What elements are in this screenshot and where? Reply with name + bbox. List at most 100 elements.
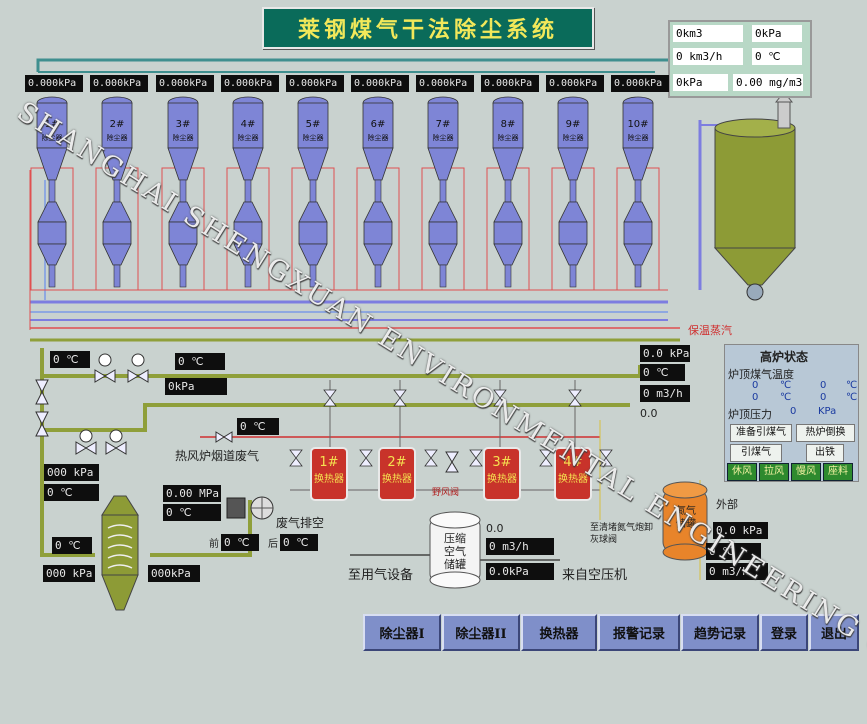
nitrogen-note: 至清堵氮气炮卸灰球阀	[590, 523, 654, 545]
outlet-pressure-readout: 000kPa	[148, 565, 200, 582]
heat-exchanger-name: 换热器	[314, 474, 344, 485]
external-label: 外部	[716, 498, 738, 511]
dust-collector-pressure-readout: 0.000kPa	[611, 75, 669, 92]
dust-collector-body-label: 除尘器	[42, 133, 63, 142]
dust-collector-pressure-readout: 0.000kPa	[90, 75, 148, 92]
nav-trend-records[interactable]: 趋势记录	[681, 614, 759, 651]
dust-collector-3[interactable]: 3#除尘器	[161, 96, 205, 291]
mid-flow-readout: 0 m3/h	[640, 385, 690, 402]
dust-collector-tag: 2#	[110, 119, 125, 130]
dust-collector-tag: 3#	[176, 119, 191, 130]
dust-collector-body-label: 除尘器	[303, 133, 324, 142]
dust-collector-2[interactable]: 2# 除尘器	[95, 96, 139, 291]
heat-exchanger-name: 换热器	[558, 474, 588, 485]
nav-exit[interactable]: 退出	[809, 614, 859, 651]
nav-heat-exchanger[interactable]: 换热器	[521, 614, 597, 651]
status-slow-wind[interactable]: 慢风	[791, 463, 821, 481]
fan-rear-temp-readout: 0 ℃	[280, 534, 318, 551]
dust-collector-tag: 8#	[501, 119, 516, 130]
dust-collector-pressure-readout: 0.000kPa	[481, 75, 539, 92]
heat-exchanger-4[interactable]: 4#换热器	[554, 447, 592, 501]
furnace-temp-value: ℃	[846, 380, 858, 391]
dust-collector-pressure-readout: 0.000kPa	[416, 75, 474, 92]
status-damping-down[interactable]: 休风	[727, 463, 757, 481]
dust-collector-5[interactable]: 5# 除尘器	[291, 96, 335, 291]
dust-collector-body-label: 除尘器	[628, 133, 649, 142]
wild-air-valve-label: 野风阀	[432, 488, 460, 498]
tapping-button[interactable]: 出铁	[806, 444, 844, 462]
dust-collector-10[interactable]: 10# 除尘器	[616, 96, 660, 291]
nitrogen-flow-readout: 0 m3/h	[706, 563, 768, 580]
prepare-gas-button[interactable]: 准备引煤气	[730, 424, 792, 442]
furnace-top-temp-label: 炉顶煤气温度	[728, 368, 794, 381]
nav-alarm-records[interactable]: 报警记录	[598, 614, 680, 651]
dust-collector-6[interactable]: 6#除尘器	[356, 96, 400, 291]
dust-collector-7[interactable]: 7#除尘器	[421, 96, 465, 291]
mid-value-label: 0.0	[640, 407, 658, 420]
pressure-readout-1: 0kPa	[165, 378, 227, 395]
pressure-b-readout: 0kPa	[673, 74, 728, 91]
dust-collector-body-label: 除尘器	[498, 133, 519, 142]
dust-collector-tag: 1#	[45, 119, 60, 130]
inlet-pressure-readout: 000 kPa	[43, 565, 95, 582]
dust-collector-tag: 6#	[371, 119, 386, 130]
furnace-temp-value: ℃	[846, 392, 858, 403]
dust-collector-tag: 5#	[306, 119, 321, 130]
furnace-temp-value: 0	[820, 380, 827, 391]
dust-collector-tag: 10#	[627, 119, 648, 130]
dust-collector-tag: 7#	[436, 119, 451, 130]
furnace-pressure-label: 炉顶压力	[728, 408, 772, 421]
nitrogen-tank-label: 氮气储罐	[676, 506, 696, 530]
temp-readout-5: 0 ℃	[52, 537, 92, 554]
status-seat-charge[interactable]: 座料	[823, 463, 853, 481]
heat-exchanger-3[interactable]: 3#换热器	[483, 447, 521, 501]
dust-readout: 0.00 mg/m3	[733, 74, 803, 91]
dust-collector-pressure-readout: 0.000kPa	[25, 75, 83, 92]
stove-switch-button[interactable]: 热炉倒换	[796, 424, 855, 442]
nav-dust-collector-1[interactable]: 除尘器I	[363, 614, 441, 651]
dust-collector-body-label: 除尘器	[107, 133, 128, 142]
nav-login[interactable]: 登录	[760, 614, 808, 651]
temp-readout-4: 0 ℃	[44, 484, 99, 501]
flow-rate-readout: 0 km3/h	[673, 48, 743, 65]
from-compressor-label: 来自空压机	[562, 568, 628, 583]
introduce-gas-button[interactable]: 引煤气	[730, 444, 782, 462]
page-title: 莱钢煤气干法除尘系统	[262, 7, 594, 49]
status-pull-wind[interactable]: 拉风	[759, 463, 789, 481]
dust-collector-8[interactable]: 8# 除尘器	[486, 96, 530, 291]
pressure-a-readout: 0kPa	[752, 25, 802, 42]
flow-total-readout: 0km3	[673, 25, 743, 42]
furnace-temp-value: 0	[820, 392, 827, 403]
dust-collectors: 1#除尘器2#除尘器3#除尘器4#除尘器5#除尘器6#除尘器7#除尘器8#除尘器…	[30, 96, 660, 291]
fan-front-temp-readout: 0 ℃	[221, 534, 259, 551]
heat-exchanger-2[interactable]: 2#换热器	[378, 447, 416, 501]
heat-exchanger-name: 换热器	[487, 474, 517, 485]
nav-dust-collector-2[interactable]: 除尘器II	[442, 614, 520, 651]
mid-pressure-readout: 0.0 kPa	[640, 345, 690, 362]
furnace-temp-value: 0	[752, 392, 759, 403]
furnace-status-title: 高炉状态	[760, 350, 809, 364]
dust-collector-pressure-readout: 0.000kPa	[351, 75, 409, 92]
heat-exchanger-1[interactable]: 1#换热器	[310, 447, 348, 501]
dust-collector-9[interactable]: 9#除尘器	[551, 96, 595, 291]
furnace-temp-value: ℃	[780, 392, 792, 403]
furnace-temp-value: 0	[752, 380, 759, 391]
dust-collector-body-label: 除尘器	[238, 133, 259, 142]
pressure-readout-2: 000 kPa	[44, 464, 99, 481]
fan-temp-readout: 0 ℃	[163, 504, 221, 521]
fan-pressure-readout: 0.00 MPa	[163, 485, 221, 502]
furnace-pressure-unit: KPa	[818, 406, 837, 417]
dust-collector-pressure-readout: 0.000kPa	[156, 75, 214, 92]
nitrogen-temp-readout: 0 ℃	[706, 543, 761, 560]
temperature-readout: 0 ℃	[752, 48, 802, 65]
fan-front-label: 前	[209, 539, 219, 550]
furnace-temp-value: ℃	[780, 380, 792, 391]
dust-collector-body-label: 除尘器	[563, 133, 584, 142]
temp-readout-1: 0 ℃	[50, 351, 90, 368]
temp-readout-2: 0 ℃	[175, 353, 225, 370]
piping-diagram	[29, 20, 797, 611]
heat-exchanger-name: 换热器	[382, 474, 412, 485]
dust-collector-4[interactable]: 4#除尘器	[226, 96, 270, 291]
air-flow-readout: 0 m3/h	[486, 538, 554, 555]
dust-collector-1[interactable]: 1# 除尘器	[30, 96, 74, 291]
